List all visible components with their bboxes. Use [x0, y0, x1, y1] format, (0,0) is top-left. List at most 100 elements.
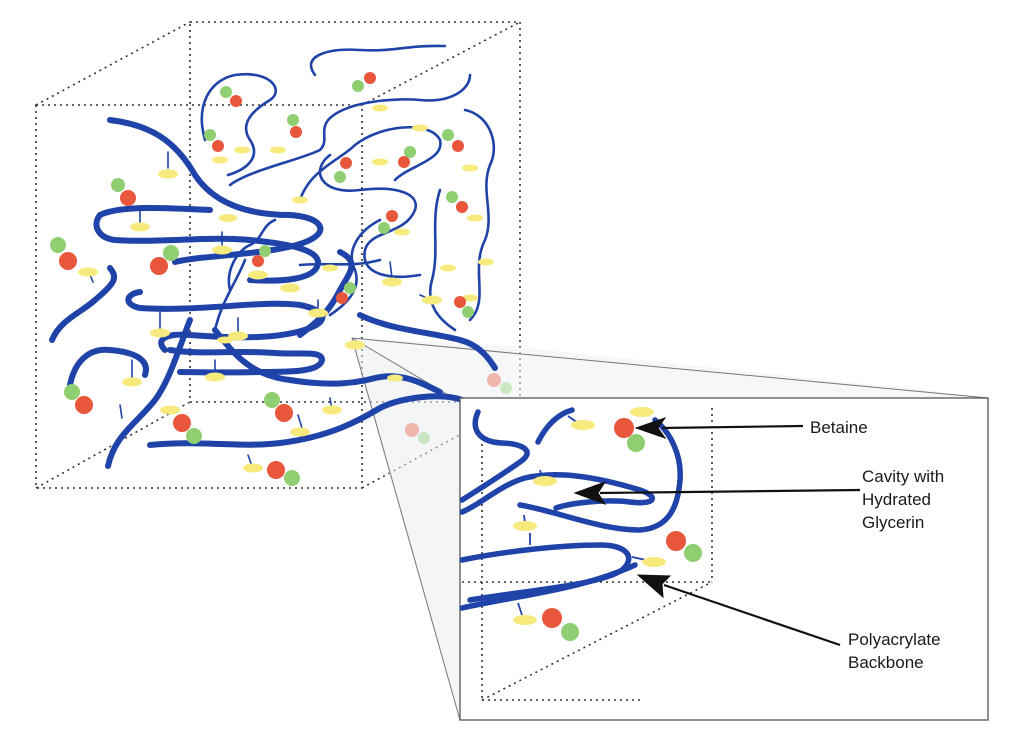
front-chain [49, 265, 118, 343]
carboxylate-badge [122, 377, 142, 387]
back-chain [213, 258, 247, 332]
back-chain [463, 108, 496, 322]
arrow-cavity [573, 481, 861, 505]
label-betaine: Betaine [810, 416, 868, 439]
carboxylate-badge [372, 158, 388, 166]
betaine [398, 146, 416, 168]
inset-edge-diagonal [481, 581, 713, 701]
stem [119, 404, 123, 419]
back-chain [429, 188, 457, 332]
carboxylate-badge [382, 277, 402, 287]
carboxylate-badge [234, 146, 250, 154]
carboxylate-badge [280, 283, 300, 293]
carboxylate-badge [160, 405, 180, 415]
carboxylate-badge [571, 420, 595, 430]
betaine [150, 245, 179, 275]
arrow-backbone [636, 574, 841, 647]
cube-edge-top-left [35, 21, 191, 106]
label-betaine-line: Betaine [810, 418, 868, 437]
annotation-arrows [573, 417, 861, 647]
back-chain [298, 258, 382, 267]
zoom-projection [350, 337, 989, 721]
betaine [405, 423, 430, 444]
zoom-line-top [351, 337, 989, 399]
faded-betaine-pairs [405, 373, 512, 444]
back-chain [309, 44, 447, 77]
betaine [173, 414, 202, 444]
betaine [50, 237, 77, 270]
betaine [204, 129, 224, 152]
betaine [442, 129, 464, 152]
carboxylate-badge [462, 164, 478, 172]
carboxylate-badge [372, 104, 388, 112]
back-chain [227, 218, 277, 292]
betaine [487, 373, 512, 394]
betaine [264, 392, 293, 422]
back-chain [328, 218, 382, 317]
carboxylate-badge [212, 245, 232, 255]
carboxylate-badge [212, 156, 228, 164]
carboxylate-badge [248, 270, 268, 280]
betaine [287, 114, 302, 138]
back-chain [318, 153, 422, 279]
inset-chain [460, 472, 655, 515]
inset-chains [460, 407, 683, 611]
zoom-inset [459, 397, 989, 721]
inset-chain [460, 562, 638, 611]
betaine [334, 157, 352, 183]
carboxylate-badge [270, 146, 286, 154]
betaine [220, 86, 242, 107]
inset-betaines [542, 418, 702, 641]
betaine [252, 245, 271, 267]
carboxylate-badge [217, 336, 233, 344]
betaine [446, 191, 468, 213]
arrow-betaine [634, 417, 804, 439]
carboxylate-badge [630, 407, 654, 417]
label-backbone-line-1: Polyacrylate [848, 630, 941, 649]
carboxylate-badge [462, 294, 478, 302]
inset-chain [460, 409, 530, 503]
carboxylate-badge [243, 463, 263, 473]
carboxylate-badge [533, 476, 557, 486]
betaine [64, 384, 93, 414]
inset-chain [535, 407, 575, 445]
carboxylate-badge [467, 214, 483, 222]
stem [297, 414, 303, 429]
betaine [267, 461, 300, 486]
carboxylate-badge [308, 308, 328, 318]
carboxylate-badge [150, 328, 170, 338]
label-cavity-line-2: Hydrated [862, 490, 931, 509]
back-polymer-chains [200, 44, 496, 332]
betaine [378, 210, 398, 234]
zoom-cone-top-fill [350, 338, 988, 402]
front-chain [67, 346, 149, 388]
carboxylate-badge [345, 340, 365, 350]
carboxylate-badge [228, 331, 248, 341]
front-chain [93, 212, 321, 284]
cube-edge-top-right [361, 21, 521, 106]
stem [517, 602, 523, 616]
stem [389, 261, 393, 279]
carboxylate-badge [394, 228, 410, 236]
back-chain [228, 73, 472, 187]
carboxylate-badge [130, 222, 150, 232]
betaine [352, 72, 376, 92]
carboxylate-badge [513, 521, 537, 531]
carboxylate-badge [158, 169, 178, 179]
betaine [111, 178, 136, 206]
carboxylate-badge [322, 264, 338, 272]
betaine [542, 608, 579, 641]
betaine-pairs [50, 72, 474, 486]
carboxylate-badge [642, 557, 666, 567]
betaine [454, 296, 474, 318]
inset-cube-edges [462, 408, 713, 701]
label-cavity-glycerin: Cavity with Hydrated Glycerin [862, 465, 944, 534]
carboxylate-badge [478, 258, 494, 266]
back-chain [200, 72, 277, 177]
front-chain [147, 393, 465, 448]
label-cavity-line-1: Cavity with [862, 467, 945, 486]
label-cavity-line-3: Glycerin [862, 513, 925, 532]
inset-carboxylates [513, 407, 666, 625]
carboxylate-badge [78, 267, 98, 277]
